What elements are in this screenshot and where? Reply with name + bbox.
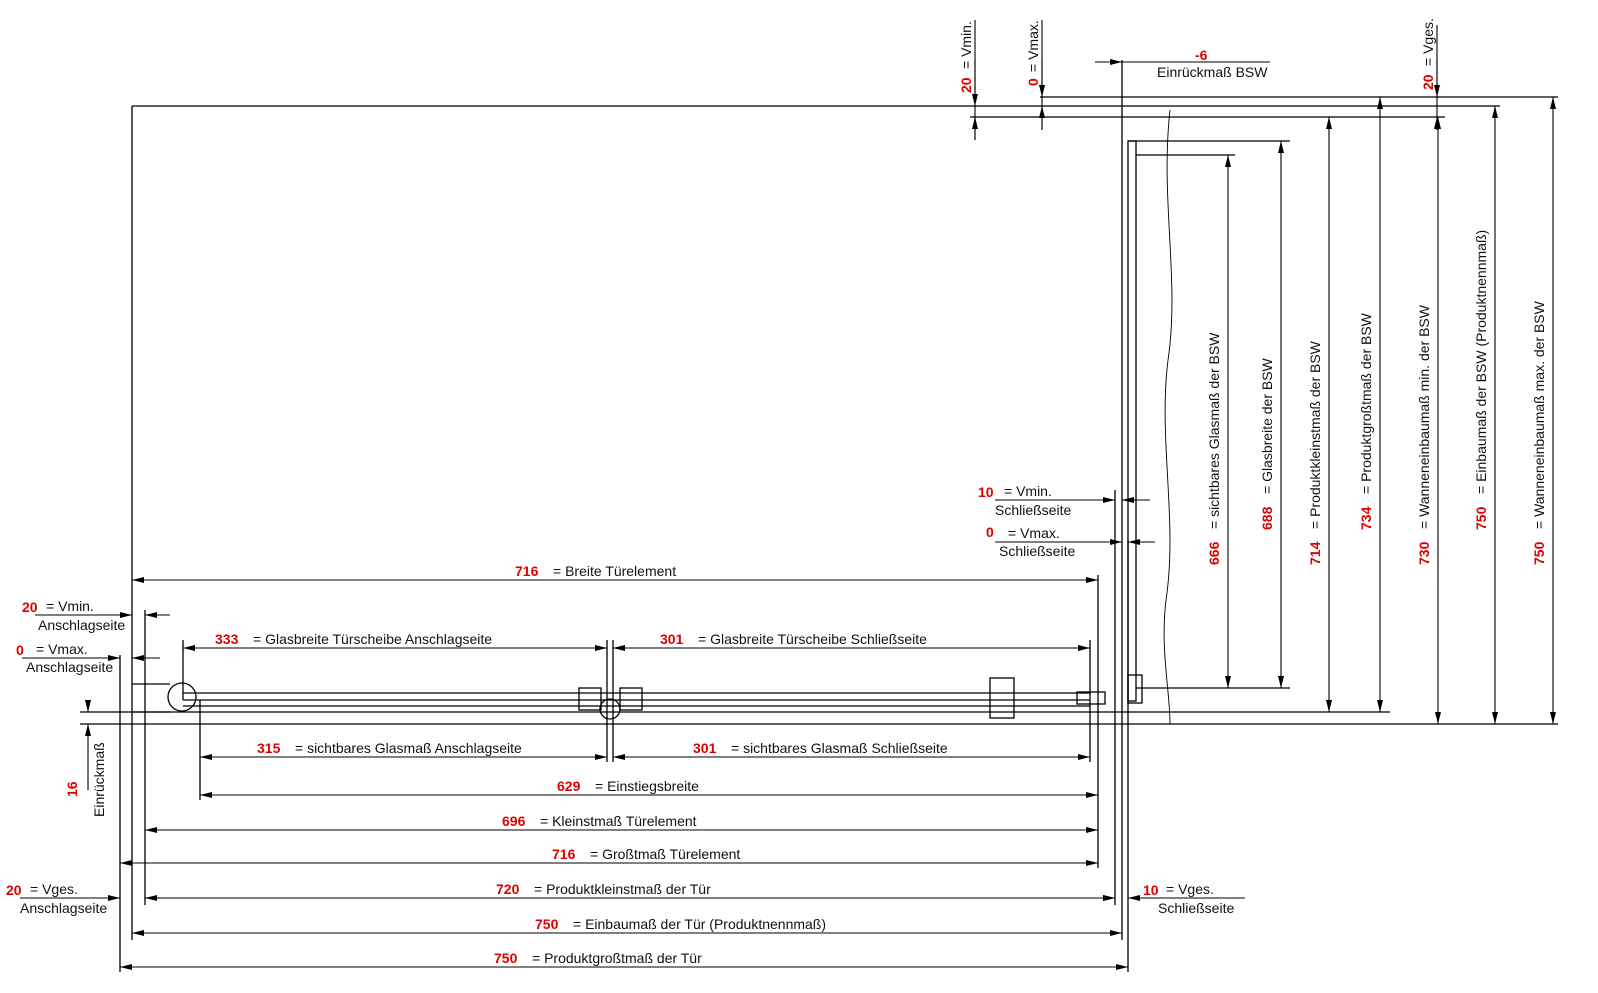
dimension-value: 750: [494, 950, 518, 966]
vertical-dimension-text: 750 = Wanneneinbaumaß max. der BSW: [1531, 300, 1547, 565]
vertical-dimensions: 666 = sichtbares Glasmaß der BSW 688 = Glas…: [1206, 97, 1556, 724]
structure-lines: [80, 20, 1558, 972]
dimension-value: 716: [515, 563, 539, 579]
vmin-schliess-sub: Schließseite: [995, 502, 1071, 518]
vges-anschlag-sub: Anschlagseite: [20, 900, 107, 916]
vges-schliess-sub: Schließseite: [1158, 900, 1234, 916]
dimension-value: 666: [1206, 541, 1222, 565]
dimension-label: = Wanneneinbaumaß max. der BSW: [1531, 300, 1547, 529]
vertical-dimension-text: 730 = Wanneneinbaumaß min. der BSW: [1416, 304, 1432, 565]
dimension-label: = Glasbreite Türscheibe Schließseite: [698, 631, 927, 647]
dimension-value: 688: [1259, 506, 1275, 530]
einrueck-value: 16: [64, 781, 80, 797]
vmin-schliess-value: 10: [978, 484, 994, 500]
side-labels: 20 = Vmin. Anschlagseite 0 = Vmax. Ansch…: [6, 483, 1245, 916]
vertical-dimension-text: 750 = Einbaumaß der BSW (Produktnennmaß): [1473, 230, 1489, 530]
einrueck-label: Einrückmaß: [91, 742, 107, 817]
dimension-label: = Kleinstmaß Türelement: [540, 813, 697, 829]
dimension-value: 629: [557, 778, 581, 794]
einrueck-bsw-label: Einrückmaß BSW: [1157, 64, 1268, 80]
vmin-anschlag-sub: Anschlagseite: [38, 617, 125, 633]
vertical-dimension-text: 666 = sichtbares Glasmaß der BSW: [1206, 332, 1222, 565]
vges-anschlag-value: 20: [6, 882, 22, 898]
vges-anschlag-label: = Vges.: [30, 881, 78, 897]
vertical-dimension-text: 734 = Produktgroßtmaß der BSW: [1358, 312, 1374, 530]
dimension-value: 720: [496, 881, 520, 897]
dimension-label: = Produktgroßtmaß der Tür: [532, 950, 702, 966]
dimension-value: 750: [1473, 506, 1489, 530]
dimension-label: = Einbaumaß der Tür (Produktnennmaß): [573, 916, 826, 932]
vmax-anschlag-sub: Anschlagseite: [26, 659, 113, 675]
dimension-value: 696: [502, 813, 526, 829]
vmax-top-value: 0: [1025, 78, 1041, 86]
dimension-value: 730: [1416, 541, 1432, 565]
dimension-label: = sichtbares Glasmaß Schließseite: [731, 740, 948, 756]
vmin-anschlag-value: 20: [22, 599, 38, 615]
dimension-value: 714: [1307, 541, 1323, 565]
vmax-top-label: = Vmax.: [1025, 20, 1041, 72]
vmax-schliess-label: = Vmax.: [1008, 525, 1060, 541]
horizontal-dimensions: 716 = Breite Türelement 333 = Glasbreite Tü…: [120, 563, 1128, 970]
vges-schliess-value: 10: [1143, 882, 1159, 898]
vmin-anschlag-label: = Vmin.: [46, 598, 94, 614]
dimension-label: = Wanneneinbaumaß min. der BSW: [1416, 304, 1432, 529]
dimension-label: = Großtmaß Türelement: [590, 846, 740, 862]
dimension-label: = Breite Türelement: [553, 563, 676, 579]
vges-top-label: = Vges.: [1420, 18, 1436, 66]
dimension-label: = Einstiegsbreite: [595, 778, 699, 794]
dimension-value: 750: [1531, 541, 1547, 565]
dimension-label: = Produktkleinstmaß der Tür: [534, 881, 711, 897]
vmin-top-value: 20: [958, 77, 974, 93]
dimension-value: 333: [215, 631, 239, 647]
dimension-label: = sichtbares Glasmaß der BSW: [1206, 332, 1222, 529]
dimension-label: = Glasbreite der BSW: [1259, 357, 1275, 494]
vmax-schliess-sub: Schließseite: [999, 543, 1075, 559]
vmin-schliess-label: = Vmin.: [1004, 483, 1052, 499]
top-labels: 20 = Vmin. 0 = Vmax. 20 = Vges. -6 Einrü…: [958, 18, 1440, 140]
einrueck-bsw-value: -6: [1195, 47, 1208, 63]
dimension-value: 301: [660, 631, 684, 647]
vmax-anschlag-label: = Vmax.: [36, 641, 88, 657]
dimension-label: = Glasbreite Türscheibe Anschlagseite: [253, 631, 492, 647]
dimension-value: 301: [693, 740, 717, 756]
dimension-value: 750: [535, 916, 559, 932]
vmax-schliess-value: 0: [986, 524, 994, 540]
dimension-label: = Einbaumaß der BSW (Produktnennmaß): [1473, 230, 1489, 494]
vges-top-value: 20: [1420, 74, 1436, 90]
vertical-dimension-text: 688 = Glasbreite der BSW: [1259, 357, 1275, 530]
dimension-value: 734: [1358, 506, 1374, 530]
dimension-value: 315: [257, 740, 281, 756]
vertical-dimension-text: 714 = Produktkleinstmaß der BSW: [1307, 340, 1323, 565]
dimension-label: = Produktgroßtmaß der BSW: [1358, 312, 1374, 494]
vmin-top-label: = Vmin.: [958, 21, 974, 69]
dimension-label: = Produktkleinstmaß der BSW: [1307, 340, 1323, 529]
dimension-value: 716: [552, 846, 576, 862]
vges-schliess-label: = Vges.: [1166, 881, 1214, 897]
vmax-anschlag-value: 0: [16, 642, 24, 658]
dimension-label: = sichtbares Glasmaß Anschlagseite: [295, 740, 522, 756]
